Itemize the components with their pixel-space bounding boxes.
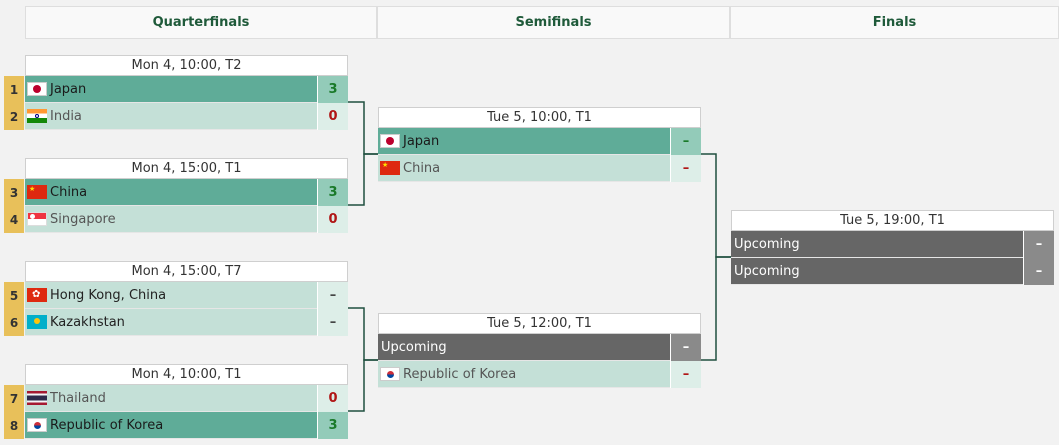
sf-match-2[interactable]: Tue 5, 12:00, T1 Upcoming – Republic of … <box>378 313 701 388</box>
team-row[interactable]: 1 Japan 3 <box>4 76 348 103</box>
team-score: – <box>670 361 701 388</box>
japan-flag-icon <box>380 134 400 148</box>
seed-badge: 1 <box>4 76 24 103</box>
match-time: Mon 4, 10:00, T2 <box>25 55 348 76</box>
team-name: Hong Kong, China <box>50 287 167 303</box>
team-name: Upcoming <box>381 339 447 355</box>
team-name: Thailand <box>50 390 106 406</box>
singapore-flag-icon <box>27 212 47 226</box>
qf-match-2[interactable]: Mon 4, 15:00, T1 3 ★ China 3 4 Singapore… <box>4 158 348 233</box>
team-name: Republic of Korea <box>50 417 164 433</box>
korea-flag-icon <box>380 367 400 381</box>
qf-match-4[interactable]: Mon 4, 10:00, T1 7 Thailand 0 8 Republic… <box>4 364 348 439</box>
team-name: Republic of Korea <box>403 366 517 382</box>
team-name: China <box>50 184 88 200</box>
team-score: – <box>670 128 701 155</box>
team-row[interactable]: Japan – <box>378 128 701 155</box>
thailand-flag-icon <box>27 391 47 405</box>
match-time: Mon 4, 10:00, T1 <box>25 364 348 385</box>
seed-badge: 5 <box>4 282 24 309</box>
seed-badge: 8 <box>4 412 24 439</box>
team-name: Japan <box>50 81 87 97</box>
seed-badge: 2 <box>4 103 24 130</box>
qf-match-3[interactable]: Mon 4, 15:00, T7 5 ✿ Hong Kong, China – … <box>4 261 348 336</box>
team-score: 0 <box>317 385 348 412</box>
team-score: 3 <box>317 76 348 103</box>
seed-badge: 3 <box>4 179 24 206</box>
match-time: Tue 5, 12:00, T1 <box>378 313 701 334</box>
team-score: 3 <box>317 179 348 206</box>
match-time: Mon 4, 15:00, T1 <box>25 158 348 179</box>
team-row[interactable]: Upcoming – <box>731 258 1054 285</box>
seed-badge: 7 <box>4 385 24 412</box>
team-row[interactable]: 7 Thailand 0 <box>4 385 348 412</box>
team-name: Japan <box>403 133 440 149</box>
team-row[interactable]: 6 Kazakhstan – <box>4 309 348 336</box>
india-flag-icon <box>27 109 47 123</box>
china-flag-icon: ★ <box>27 185 47 199</box>
team-row[interactable]: Republic of Korea – <box>378 361 701 388</box>
kazakhstan-flag-icon <box>27 315 47 329</box>
team-row[interactable]: ★ China – <box>378 155 701 182</box>
japan-flag-icon <box>27 82 47 96</box>
china-flag-icon: ★ <box>380 161 400 175</box>
team-score: – <box>1023 258 1054 285</box>
match-time: Tue 5, 10:00, T1 <box>378 107 701 128</box>
round-header-semifinals: Semifinals <box>377 6 730 39</box>
team-score: 0 <box>317 103 348 130</box>
connector-sf1-final <box>701 153 731 258</box>
seed-badge: 6 <box>4 309 24 336</box>
connector-qf1-sf1 <box>348 101 378 155</box>
team-name: India <box>50 108 82 124</box>
team-name: Upcoming <box>734 236 800 252</box>
sf-match-1[interactable]: Tue 5, 10:00, T1 Japan – ★ China – <box>378 107 701 182</box>
team-row[interactable]: Upcoming – <box>731 231 1054 258</box>
team-score: – <box>317 282 348 309</box>
connector-qf2-sf1 <box>348 153 378 206</box>
team-score: 3 <box>317 412 348 439</box>
team-row[interactable]: 3 ★ China 3 <box>4 179 348 206</box>
hong-kong-flag-icon: ✿ <box>27 288 47 302</box>
team-name: Singapore <box>50 211 116 227</box>
connector-qf3-sf2 <box>348 307 378 361</box>
team-row[interactable]: 2 India 0 <box>4 103 348 130</box>
qf-match-1[interactable]: Mon 4, 10:00, T2 1 Japan 3 2 India 0 <box>4 55 348 130</box>
team-score: – <box>1023 231 1054 258</box>
team-name: Upcoming <box>734 263 800 279</box>
team-row[interactable]: Upcoming – <box>378 334 701 361</box>
team-row[interactable]: 8 Republic of Korea 3 <box>4 412 348 439</box>
match-time: Mon 4, 15:00, T7 <box>25 261 348 282</box>
connector-qf4-sf2 <box>348 359 378 412</box>
round-header-quarterfinals: Quarterfinals <box>25 6 377 39</box>
final-match[interactable]: Tue 5, 19:00, T1 Upcoming – Upcoming – <box>731 210 1054 285</box>
team-name: Kazakhstan <box>50 314 125 330</box>
team-score: – <box>317 309 348 336</box>
team-score: 0 <box>317 206 348 233</box>
connector-sf2-final <box>701 256 731 361</box>
team-score: – <box>670 334 701 361</box>
team-row[interactable]: 4 Singapore 0 <box>4 206 348 233</box>
round-header-finals: Finals <box>730 6 1059 39</box>
seed-badge: 4 <box>4 206 24 233</box>
korea-flag-icon <box>27 418 47 432</box>
team-name: China <box>403 160 441 176</box>
team-score: – <box>670 155 701 182</box>
match-time: Tue 5, 19:00, T1 <box>731 210 1054 231</box>
team-row[interactable]: 5 ✿ Hong Kong, China – <box>4 282 348 309</box>
